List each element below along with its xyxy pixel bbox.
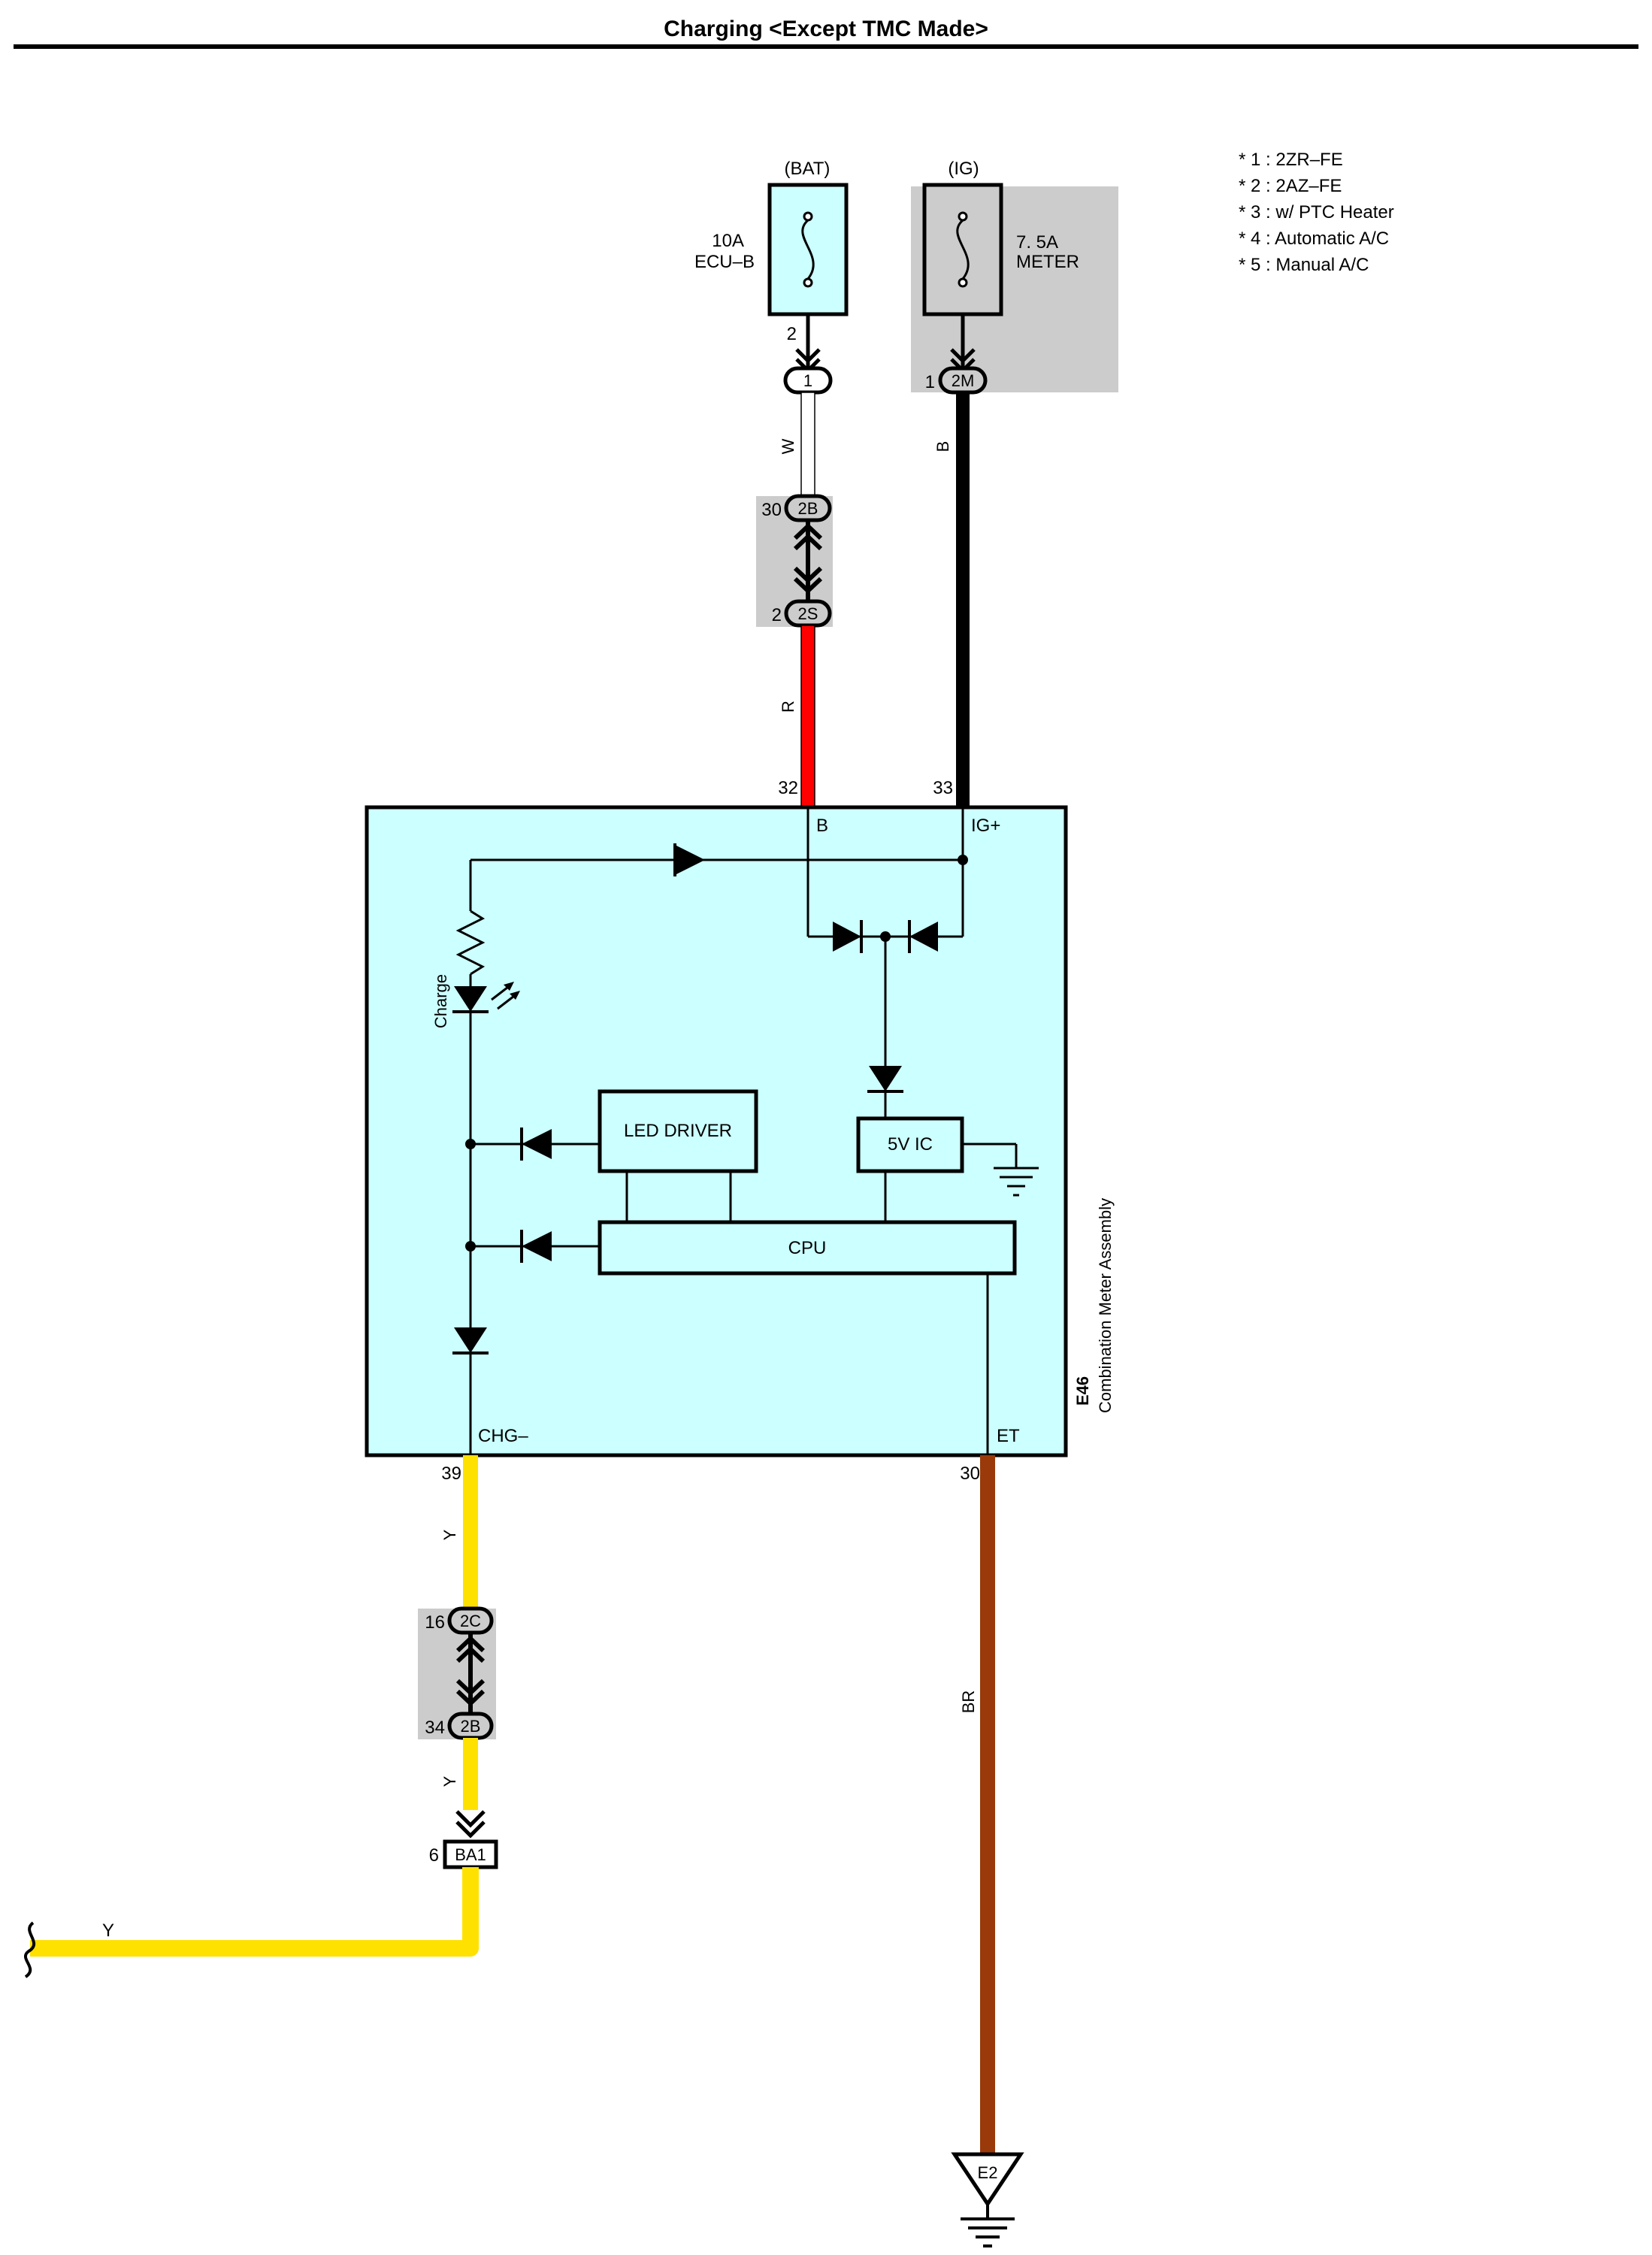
wire-red[interactable] (800, 625, 815, 810)
fuse-icon (956, 211, 970, 288)
cpu-block (598, 1220, 1017, 1276)
diode-icon (520, 1230, 552, 1263)
meter-label-chg: CHG– (478, 1426, 528, 1446)
ig-fuse-rating: 7. 5A (1016, 232, 1058, 253)
connector-ba1-label: BA1 (455, 1845, 486, 1864)
connector-ba1[interactable] (443, 1839, 498, 1869)
ic-5v-label: 5V IC (888, 1134, 933, 1155)
meter-id: E46 (1073, 1376, 1092, 1406)
ground-icon (961, 2204, 1015, 2247)
junction-dot (880, 931, 891, 942)
wire-label-y2: Y (440, 1775, 459, 1787)
diode-icon (908, 920, 938, 953)
meter-pin-b: 32 (778, 778, 798, 798)
connector-2s-label: 2S (798, 604, 818, 623)
diode-icon (452, 1327, 489, 1355)
connector-arrow-icon (793, 522, 823, 551)
fuse-icon (801, 211, 815, 288)
note-5: * 5 : Manual A/C (1239, 255, 1369, 275)
charge-led-icon (452, 982, 520, 1013)
cpu-label: CPU (788, 1238, 827, 1258)
connector-arrow-icon (455, 1810, 486, 1839)
connector-arrow-icon (455, 1635, 486, 1663)
connector-2b-bottom-pin: 34 (425, 1718, 445, 1738)
diagram-title: Charging <Except TMC Made> (664, 17, 988, 41)
notes-legend: * 1 : 2ZR–FE * 2 : 2AZ–FE * 3 : w/ PTC H… (1239, 150, 1394, 275)
connector-1-label: 1 (803, 371, 812, 390)
connector-2b-top-label: 2B (798, 499, 818, 518)
ig-source-label: (IG) (948, 159, 979, 179)
ground-label: E2 (978, 2163, 998, 2182)
meter-pin-chg: 39 (441, 1463, 461, 1484)
wire-black[interactable] (956, 392, 970, 809)
diode-icon (520, 1128, 552, 1161)
meter-pin-et: 30 (960, 1463, 980, 1484)
note-4: * 4 : Automatic A/C (1239, 229, 1389, 249)
note-1: * 1 : 2ZR–FE (1239, 150, 1343, 170)
wire-white[interactable] (800, 392, 815, 498)
wire-yellow-middle[interactable] (463, 1738, 478, 1810)
connector-2s-pin: 2 (772, 605, 782, 625)
bat-fuse-rating: 10A (712, 231, 744, 251)
diode-icon (867, 1066, 903, 1093)
meter-label-b: B (816, 816, 828, 836)
note-2: * 2 : 2AZ–FE (1239, 176, 1342, 196)
connector-2c-pin: 16 (425, 1612, 445, 1633)
bat-fuse-pin: 2 (787, 324, 797, 344)
led-driver-label: LED DRIVER (624, 1121, 732, 1141)
wire-label-br: BR (959, 1690, 978, 1714)
junction-dot (465, 1139, 476, 1149)
connector-2m-pin: 1 (925, 372, 935, 392)
junction-dot (958, 855, 968, 865)
connector-2b-top-pin: 30 (761, 500, 782, 520)
wire-label-b: B (933, 441, 952, 453)
diode-icon (673, 843, 705, 876)
wire-label-r: R (779, 701, 797, 713)
meter-label-ig: IG+ (971, 816, 1000, 836)
wire-yellow-upper[interactable] (463, 1455, 478, 1610)
connector-2b-bottom-label: 2B (461, 1717, 481, 1736)
connector-arrow-icon (793, 566, 823, 595)
connector-ba1-pin: 6 (429, 1845, 439, 1866)
charge-led-label: Charge (431, 974, 450, 1028)
junction-dot (465, 1241, 476, 1252)
connector-arrow-icon (455, 1678, 486, 1707)
note-3: * 3 : w/ PTC Heater (1239, 202, 1394, 222)
wire-label-y3: Y (102, 1921, 114, 1941)
meter-pin-ig: 33 (933, 778, 953, 798)
ig-fuse-name: METER (1016, 252, 1079, 272)
wire-brown[interactable] (980, 1455, 995, 2156)
connector-2m-label: 2M (952, 371, 975, 390)
wire-yellow-lower[interactable] (30, 1867, 479, 1957)
wire-break-icon (23, 1921, 35, 1978)
wire-label-y1: Y (440, 1529, 459, 1540)
connector-2c-label: 2C (460, 1612, 481, 1630)
ic-5v-block (856, 1116, 964, 1173)
wire-label-w: W (779, 438, 797, 454)
meter-label-et: ET (997, 1426, 1020, 1446)
bat-fuse-name: ECU–B (694, 252, 755, 272)
led-driver-block (598, 1089, 758, 1173)
ground-point-e2[interactable] (951, 2152, 1024, 2208)
diode-icon (833, 920, 863, 953)
bat-source-label: (BAT) (785, 159, 831, 179)
meter-name: Combination Meter Assembly (1096, 1198, 1115, 1413)
